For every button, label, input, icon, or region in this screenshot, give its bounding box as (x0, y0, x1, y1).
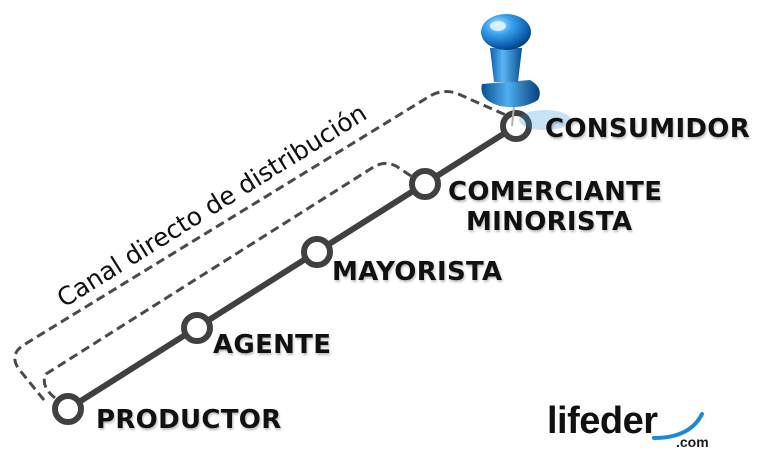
distribution-line (66, 123, 518, 412)
lifeder-logo: lifeder (547, 400, 658, 442)
node-productor (52, 393, 84, 425)
lifeder-logo-suffix: .com (676, 434, 709, 450)
node-agente (181, 312, 213, 344)
node-comerciante (409, 168, 441, 200)
node-consumidor (500, 110, 532, 142)
label-consumidor: CONSUMIDOR (545, 114, 751, 144)
label-productor: PRODUCTOR (96, 405, 282, 435)
label-agente: AGENTE (213, 330, 332, 360)
label-comerciante-minorista: COMERCIANTE MINORISTA (448, 177, 662, 237)
label-comerciante-line2: MINORISTA (466, 207, 633, 237)
push-pin-icon (481, 14, 571, 130)
label-mayorista: MAYORISTA (332, 257, 503, 287)
logo-swoosh (652, 412, 704, 440)
node-mayorista (301, 236, 333, 268)
indirect-channel-dashed-curve (42, 161, 421, 400)
label-comerciante-line1: COMERCIANTE (448, 177, 663, 207)
direct-channel-dashed-curve (13, 90, 509, 401)
curve-label: Canal directo de distribución (52, 98, 372, 313)
